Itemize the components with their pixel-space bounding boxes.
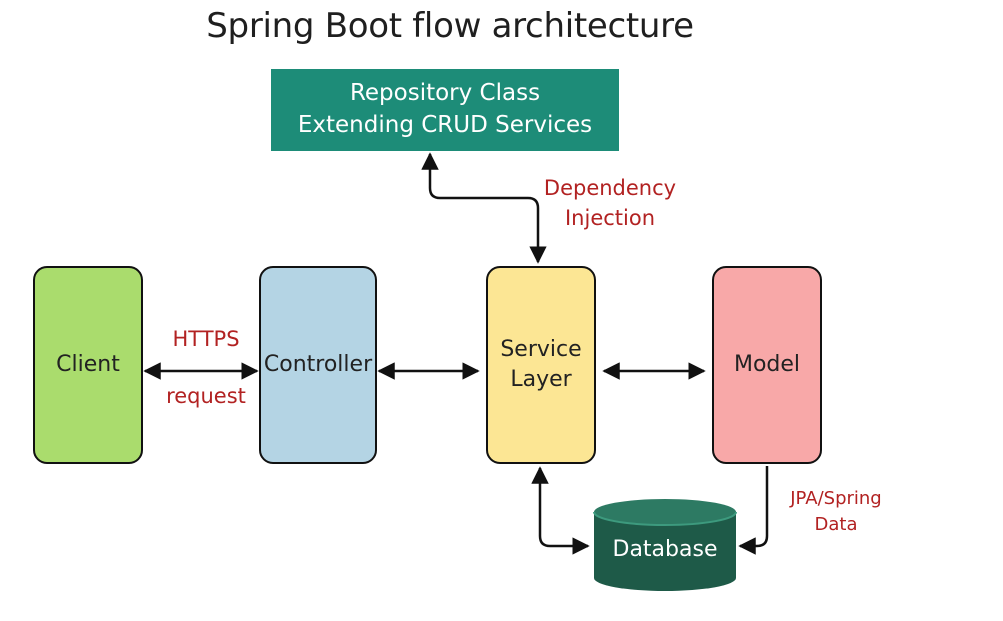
jpa-spring-data-label: JPA/Spring Data: [776, 486, 896, 538]
dependency-injection-label: Dependency Injection: [530, 173, 690, 234]
https-label: HTTPS: [172, 327, 240, 351]
controller-box: Controller: [259, 266, 377, 464]
database-cylinder: [593, 499, 737, 591]
dependency-label-line1: Dependency: [543, 176, 677, 200]
database-label: Database: [612, 537, 718, 562]
repository-label: Repository Class Extending CRUD Services: [297, 80, 593, 138]
model-label: Model: [733, 352, 801, 378]
repository-service-arrow: [421, 152, 547, 264]
model-database-arrow: [738, 466, 769, 555]
controller-label: Controller: [263, 352, 373, 378]
client-label: Client: [56, 352, 120, 378]
diagram-title: Spring Boot flow architecture: [206, 6, 694, 46]
service-layer-box: Service Layer: [486, 266, 596, 464]
jpa-label-line2: Data: [814, 514, 858, 536]
jpa-label-line1: JPA/Spring: [790, 488, 882, 509]
model-box: Model: [712, 266, 822, 464]
dependency-label-line2: Injection: [564, 206, 656, 231]
repository-box: Repository Class Extending CRUD Services: [271, 69, 619, 151]
service-label-line1: Service: [500, 337, 582, 363]
request-label: request: [166, 384, 246, 408]
client-box: Client: [33, 266, 143, 464]
service-label-line2: Layer: [510, 367, 572, 392]
service-database-arrow: [531, 466, 590, 555]
